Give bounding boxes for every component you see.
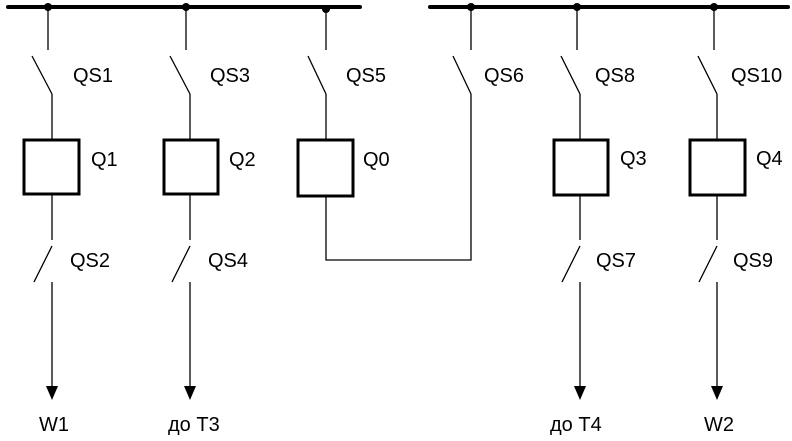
switch-qs3 xyxy=(169,55,191,95)
feeder-w1 xyxy=(22,7,81,400)
label-q1: Q1 xyxy=(91,149,118,171)
label-w2: W2 xyxy=(704,414,734,436)
breaker-q4 xyxy=(688,138,747,197)
label-qs5: QS5 xyxy=(346,65,386,87)
feeder-t4 xyxy=(552,7,610,400)
label-to-t4: до T4 xyxy=(550,414,602,436)
coupler-link xyxy=(325,94,472,261)
switch-qs7 xyxy=(561,245,581,283)
label-qs2: QS2 xyxy=(70,250,110,272)
label-qs6: QS6 xyxy=(484,65,524,87)
switch-qs4 xyxy=(171,245,191,283)
breaker-q0 xyxy=(296,138,355,198)
feeder-t3 xyxy=(162,7,220,400)
arrow-w2 xyxy=(711,386,723,400)
arrow-t4 xyxy=(574,386,586,400)
switch-qs2 xyxy=(33,245,53,283)
label-q0: Q0 xyxy=(363,149,390,171)
switch-qs5 xyxy=(307,55,327,95)
label-to-t3: до T3 xyxy=(168,414,220,436)
label-q3: Q3 xyxy=(620,148,647,170)
label-qs4: QS4 xyxy=(208,250,248,272)
feeder-w2 xyxy=(688,7,747,400)
switch-qs6 xyxy=(452,55,472,95)
label-qs9: QS9 xyxy=(733,250,773,272)
label-w1: W1 xyxy=(39,414,69,436)
label-q4: Q4 xyxy=(756,148,783,170)
switch-qs10 xyxy=(697,55,718,95)
switch-qs9 xyxy=(698,245,718,283)
label-qs7: QS7 xyxy=(596,250,636,272)
breaker-q2 xyxy=(162,138,220,196)
label-qs8: QS8 xyxy=(595,65,635,87)
switch-qs1 xyxy=(31,55,53,95)
breaker-q1 xyxy=(22,138,81,196)
label-qs10: QS10 xyxy=(731,65,782,87)
arrow-t3 xyxy=(184,386,196,400)
bus-coupler xyxy=(296,7,472,261)
label-qs3: QS3 xyxy=(210,65,250,87)
arrow-w1 xyxy=(46,386,58,400)
label-q2: Q2 xyxy=(229,149,256,171)
breaker-q3 xyxy=(552,138,610,197)
label-qs1: QS1 xyxy=(73,65,113,87)
switch-qs8 xyxy=(560,55,581,95)
